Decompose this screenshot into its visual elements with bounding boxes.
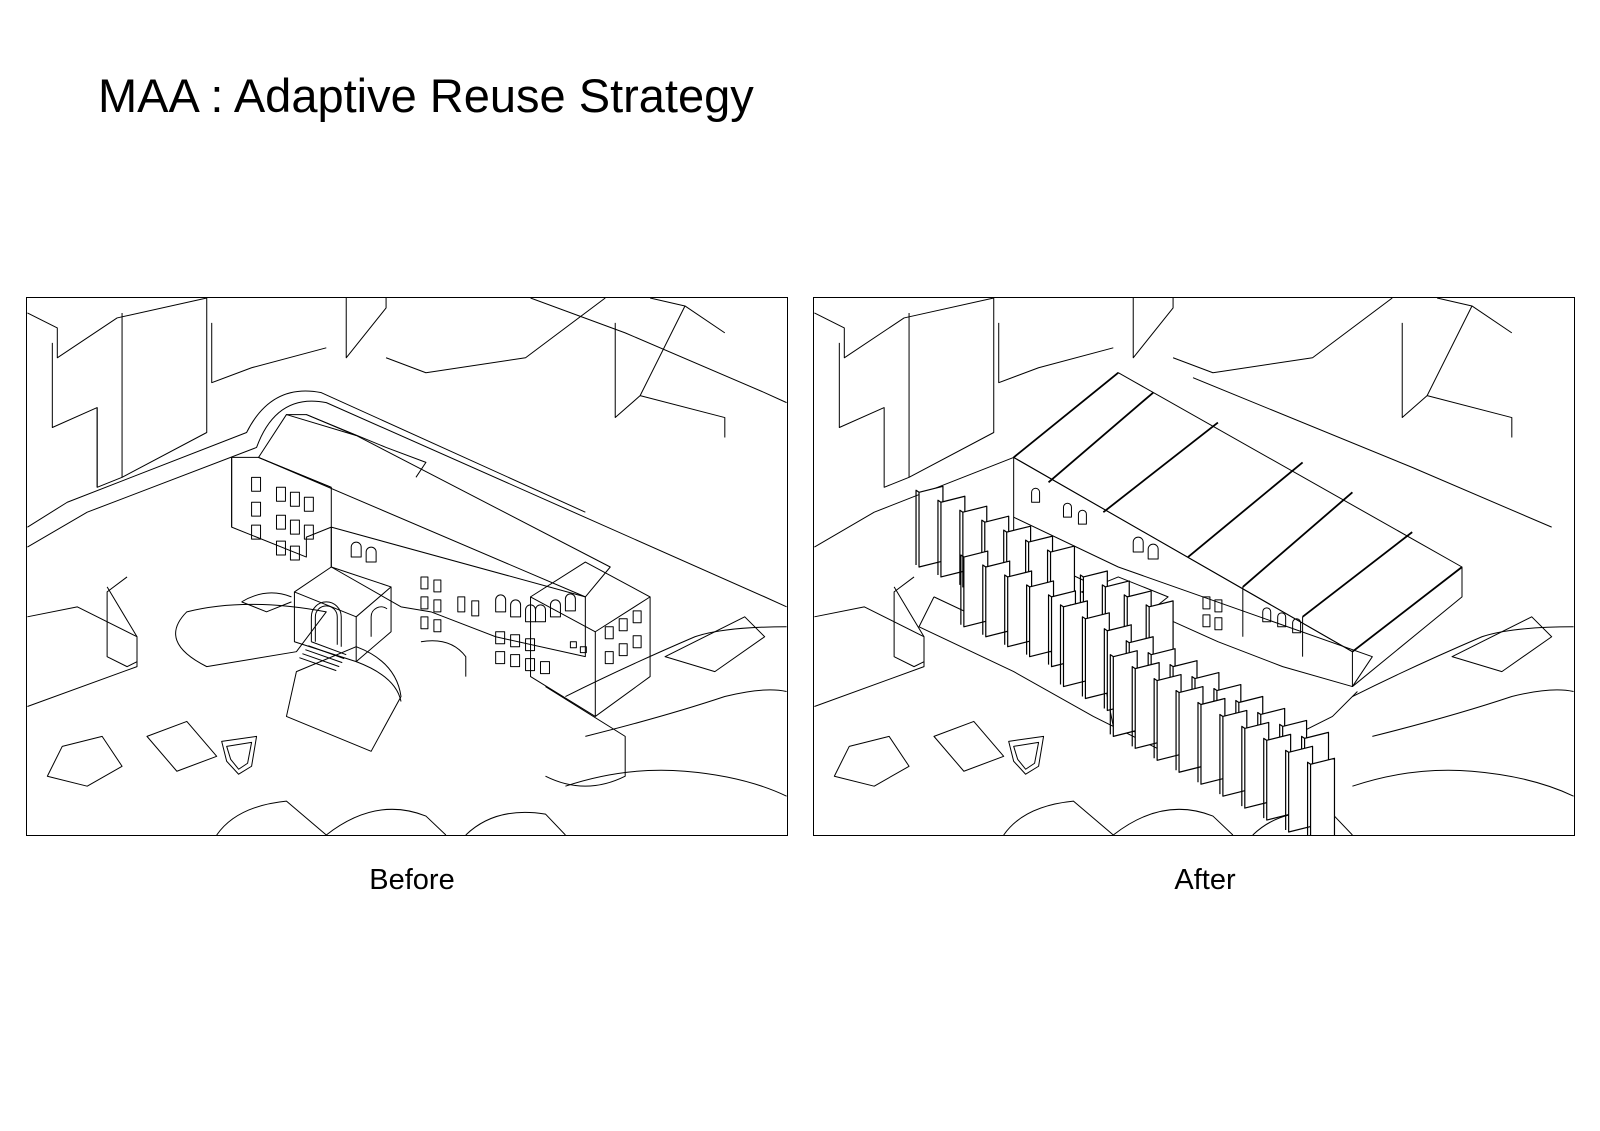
freestanding-panel-edge bbox=[1005, 575, 1008, 645]
central-facade bbox=[331, 527, 585, 657]
plaza-front bbox=[47, 736, 122, 786]
freestanding-panel-edge bbox=[1027, 585, 1030, 655]
freestanding-panel bbox=[1311, 758, 1335, 835]
freestanding-panel-edge bbox=[938, 500, 941, 575]
freestanding-panel-edge bbox=[1082, 617, 1085, 697]
freestanding-panel bbox=[919, 486, 943, 567]
freestanding-panel-edge bbox=[1286, 750, 1289, 830]
freestanding-panel bbox=[1030, 581, 1054, 657]
existing-facade-windows bbox=[1032, 488, 1301, 632]
freestanding-panel-edge bbox=[1220, 714, 1223, 794]
right-pavilion-roof bbox=[531, 562, 651, 632]
after-caption: After bbox=[1174, 864, 1236, 896]
freestanding-panel bbox=[1179, 687, 1203, 773]
context-building-top bbox=[212, 323, 327, 383]
freestanding-panel-edge bbox=[1242, 726, 1245, 806]
freestanding-panel bbox=[1008, 571, 1032, 647]
freestanding-panel bbox=[1085, 613, 1109, 699]
context-building-left bbox=[27, 298, 206, 358]
freestanding-panel bbox=[964, 551, 988, 627]
after-panel bbox=[813, 297, 1575, 836]
entrance-portico bbox=[294, 567, 391, 617]
freestanding-panel bbox=[986, 561, 1010, 637]
freestanding-panel-edge bbox=[1049, 595, 1052, 665]
freestanding-panel bbox=[1157, 675, 1181, 761]
freestanding-panel-edge bbox=[1060, 605, 1063, 685]
freestanding-panel bbox=[1267, 734, 1291, 820]
freestanding-panel-edge bbox=[1104, 629, 1107, 709]
central-windows bbox=[351, 542, 549, 674]
freestanding-panel-edge bbox=[1154, 679, 1157, 759]
freestanding-panel bbox=[1223, 710, 1247, 796]
freestanding-panel-edge bbox=[1198, 702, 1201, 782]
roof-ribs bbox=[1014, 373, 1462, 652]
right-pavilion-windows bbox=[536, 594, 642, 664]
building-roof bbox=[259, 415, 611, 597]
freestanding-panel bbox=[1245, 722, 1269, 808]
left-wing-windows bbox=[252, 477, 314, 560]
freestanding-panel bbox=[1289, 746, 1313, 832]
freestanding-panel-edge bbox=[961, 555, 964, 625]
freestanding-panel-edge bbox=[1132, 667, 1135, 747]
freestanding-panel bbox=[1135, 663, 1159, 749]
before-axonometric-drawing bbox=[27, 298, 787, 835]
before-caption: Before bbox=[369, 864, 455, 896]
street-edge bbox=[27, 401, 786, 607]
freestanding-panel bbox=[1201, 699, 1225, 785]
context-building-left-tower bbox=[52, 313, 122, 487]
page-title: MAA : Adaptive Reuse Strategy bbox=[98, 69, 754, 122]
freestanding-panel-edge bbox=[1308, 762, 1311, 835]
freestanding-panel bbox=[941, 496, 965, 577]
freestanding-panel-edge bbox=[916, 490, 919, 565]
after-axonometric-drawing bbox=[814, 298, 1574, 835]
freestanding-panel-edge bbox=[1110, 655, 1113, 735]
freestanding-panel-edge bbox=[1264, 738, 1267, 818]
context-building-right bbox=[615, 298, 685, 418]
freestanding-panel bbox=[1063, 601, 1087, 687]
entrance-stairs bbox=[299, 642, 346, 671]
before-panel bbox=[26, 297, 788, 836]
freestanding-panel-edge bbox=[983, 565, 986, 635]
freestanding-panel-edge bbox=[960, 510, 963, 585]
freestanding-panel-edge bbox=[1176, 691, 1179, 771]
freestanding-panel bbox=[1113, 651, 1137, 737]
plaza-left bbox=[176, 604, 327, 666]
small-pavilion bbox=[222, 736, 257, 774]
freestanding-panels bbox=[916, 486, 1334, 835]
left-wing-facade bbox=[232, 457, 332, 557]
entrance-arch bbox=[311, 602, 341, 647]
